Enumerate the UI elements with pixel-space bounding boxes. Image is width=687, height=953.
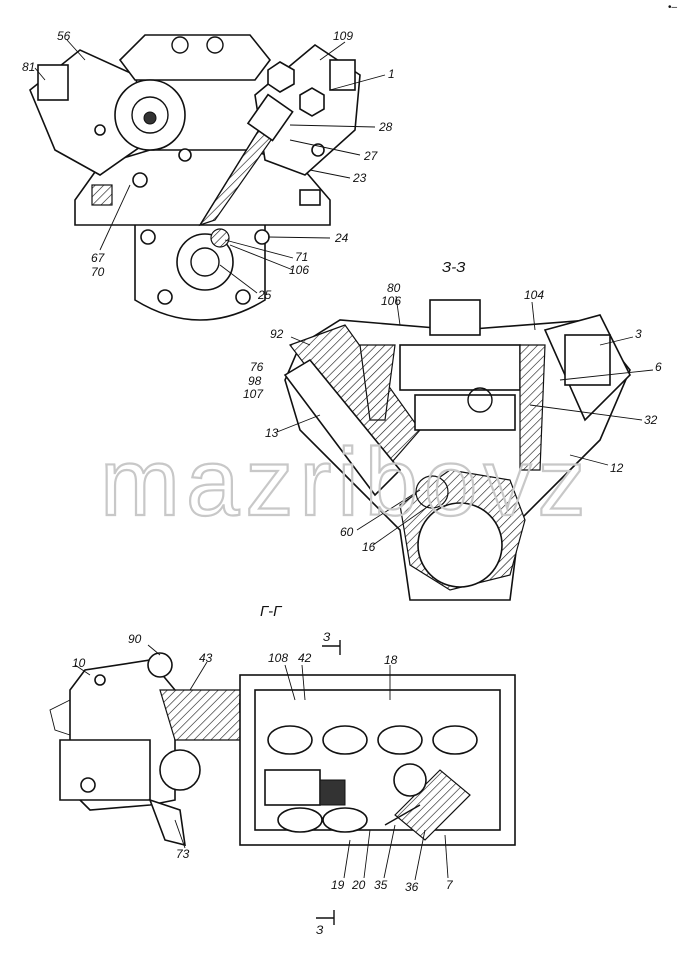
top-engine-view: [29, 34, 386, 321]
label-18: 18: [384, 653, 398, 667]
label-27: 27: [363, 149, 379, 163]
label-108: 108: [268, 651, 288, 665]
label-10: 10: [72, 656, 86, 670]
label-13: 13: [265, 426, 279, 440]
label-19: 19: [331, 878, 345, 892]
label-104: 104: [524, 288, 544, 302]
label-98: 98: [248, 374, 262, 388]
label-90: 90: [128, 632, 142, 646]
label-1: 1: [388, 67, 395, 81]
label-24: 24: [334, 231, 349, 245]
label-60: 60: [340, 525, 354, 539]
label-56: 56: [57, 29, 71, 43]
label-23: 23: [352, 171, 367, 185]
watermark: mazribovz: [100, 429, 591, 536]
section-zz-title: З-З: [442, 259, 465, 276]
cut-marker-bottom-line: [316, 910, 335, 925]
label-67: 67: [91, 251, 106, 265]
label-20: 20: [351, 878, 366, 892]
label-12: 12: [610, 461, 624, 475]
label-16: 16: [362, 540, 376, 554]
label-25: 25: [257, 288, 272, 302]
label-3: 3: [635, 327, 642, 341]
label-107: 107: [243, 387, 264, 401]
label-43: 43: [199, 651, 213, 665]
label-92: 92: [270, 327, 284, 341]
label-81: 81: [22, 60, 35, 74]
cut-marker-top-line: [322, 640, 341, 655]
section-gg-view: [49, 644, 516, 881]
label-42: 42: [298, 651, 312, 665]
label-71: 71: [295, 250, 308, 264]
label-109: 109: [333, 29, 353, 43]
label-36: 36: [405, 880, 419, 894]
label-80: 80: [387, 281, 401, 295]
label-106: 106: [289, 263, 309, 277]
corner-mark: •–: [668, 2, 678, 13]
label-76: 76: [250, 360, 264, 374]
label-73: 73: [176, 847, 190, 861]
label-35: 35: [374, 878, 388, 892]
label-32: 32: [644, 413, 658, 427]
label-7: 7: [446, 878, 454, 892]
label-28: 28: [378, 120, 393, 134]
section-gg-title: Г-Г: [260, 603, 283, 620]
label-6: 6: [655, 360, 662, 374]
label-106: 106: [381, 294, 401, 308]
label-70: 70: [91, 265, 105, 279]
section-zz-view: [276, 295, 654, 601]
cut-marker-bottom: З: [316, 923, 324, 937]
cut-marker-top: З: [323, 630, 331, 644]
